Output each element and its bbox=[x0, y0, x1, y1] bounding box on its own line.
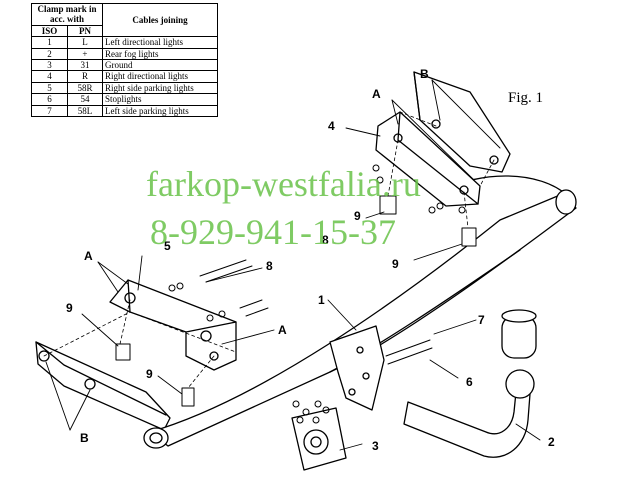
iso-cell: 4 bbox=[31, 70, 68, 83]
pn-cell: + bbox=[66, 47, 104, 61]
callout-5: 5 bbox=[164, 239, 171, 253]
hidden-guide-lines bbox=[43, 111, 495, 389]
cable-desc-cell: Left directional lights bbox=[102, 36, 218, 49]
table-row: 2+Rear fog lights bbox=[31, 47, 218, 61]
socket-plate bbox=[291, 407, 347, 471]
callout-a-left: A bbox=[84, 249, 93, 263]
cable-desc-cell: Rear fog lights bbox=[102, 47, 218, 61]
callout-6: 6 bbox=[466, 375, 473, 389]
callout-8-left: 8 bbox=[266, 259, 273, 273]
watermark-phone: 8-929-941-15-37 bbox=[150, 212, 396, 252]
pn-column-header: PN bbox=[66, 24, 104, 38]
cable-desc-cell: Right side parking lights bbox=[102, 81, 218, 95]
callouts: A B 4 9 8 9 A 5 8 1 A 9 7 9 6 B 2 3 bbox=[66, 67, 555, 453]
cable-desc-cell: Right directional lights bbox=[102, 70, 218, 83]
pn-cell: 54 bbox=[66, 93, 104, 106]
leader-lines bbox=[45, 79, 541, 451]
iso-cell: 2 bbox=[31, 47, 68, 61]
callout-2: 2 bbox=[548, 435, 555, 449]
cable-desc-cell: Ground bbox=[102, 59, 218, 72]
cable-desc-cell: Left side parking lights bbox=[102, 104, 218, 118]
cable-desc-cell: Stoplights bbox=[102, 93, 218, 106]
pn-cell: 58R bbox=[66, 81, 104, 95]
iso-column-header: ISO bbox=[31, 24, 68, 38]
callout-b-top: B bbox=[420, 67, 429, 81]
iso-cell: 5 bbox=[31, 81, 68, 95]
pn-cell: 58L bbox=[66, 104, 104, 118]
callout-a-top: A bbox=[372, 87, 381, 101]
callout-9-right: 9 bbox=[392, 257, 399, 271]
figure-label: Fig. 1 bbox=[508, 90, 544, 106]
callout-1: 1 bbox=[318, 293, 325, 307]
cables-joining-header: Cables joining bbox=[102, 2, 218, 38]
pn-cell: 31 bbox=[66, 59, 104, 72]
right-bumper-bracket bbox=[413, 71, 511, 173]
callout-8-upper: 8 bbox=[322, 233, 329, 247]
clamp-mark-table: Clamp mark in acc. with Cables joining I… bbox=[31, 2, 218, 118]
iso-cell: 1 bbox=[31, 36, 68, 49]
pn-cell: L bbox=[66, 36, 104, 49]
iso-cell: 6 bbox=[31, 93, 68, 106]
callout-7: 7 bbox=[478, 313, 485, 327]
callout-3: 3 bbox=[372, 439, 379, 453]
callout-a-mid: A bbox=[278, 323, 287, 337]
iso-cell: 3 bbox=[31, 59, 68, 72]
center-hitch-plate bbox=[329, 325, 385, 411]
callout-9-upper: 9 bbox=[354, 209, 361, 223]
bolts-group bbox=[115, 164, 477, 424]
callout-b-bottom: B bbox=[80, 431, 89, 445]
callout-9-left: 9 bbox=[66, 301, 73, 315]
callout-9-lower: 9 bbox=[146, 367, 153, 381]
tow-ball-neck bbox=[403, 309, 537, 458]
watermark-site: farkop-westfalia.ru bbox=[146, 164, 421, 204]
iso-cell: 7 bbox=[31, 104, 68, 118]
callout-4: 4 bbox=[328, 119, 335, 133]
pn-cell: R bbox=[66, 70, 104, 83]
left-bumper-bracket bbox=[35, 341, 171, 431]
clamp-mark-header: Clamp mark in acc. with bbox=[31, 3, 103, 26]
